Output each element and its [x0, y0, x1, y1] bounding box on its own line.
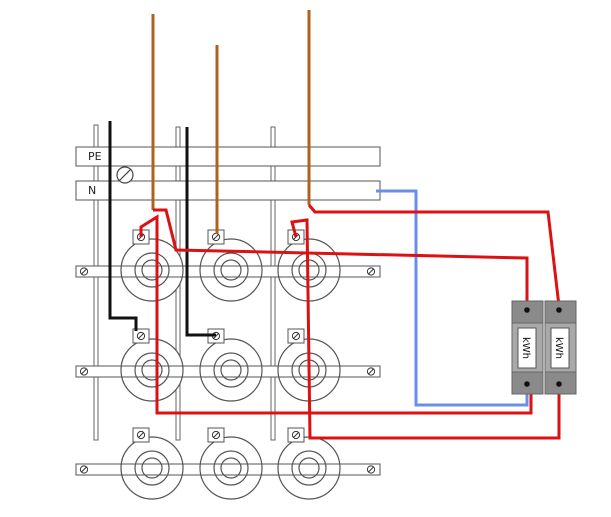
meter-2-label: kWh	[553, 337, 564, 359]
neutral-wire	[376, 189, 529, 407]
screw-terminal-icon	[133, 428, 149, 442]
rail-through-fuses	[76, 265, 380, 476]
screw-terminal-icon	[133, 329, 149, 343]
fuse-holder-icon	[120, 238, 184, 302]
n-label: N	[88, 184, 96, 197]
rail-screw-icon	[79, 367, 89, 376]
pe-busbar: PE	[75, 146, 381, 167]
screw-terminal-icon	[208, 428, 224, 442]
rail-screw-icon	[366, 367, 376, 376]
fuse-holder-icon	[199, 238, 263, 302]
fuse-holder-icon	[277, 436, 341, 500]
fuse-holder-icon	[199, 338, 263, 402]
energy-meter-1: kWh	[511, 300, 544, 395]
meter-1-label: kWh	[520, 337, 531, 359]
red-wires	[139, 204, 561, 440]
pe-n-bridge-screw-icon	[116, 166, 134, 184]
rail-screw-icon	[79, 465, 89, 474]
rail-screw-icon	[366, 267, 376, 276]
fuse-holder-icon	[199, 436, 263, 500]
n-busbar: N	[75, 180, 381, 201]
rail-screw-icon	[79, 267, 89, 276]
pe-label: PE	[88, 150, 102, 163]
rail-screw-icon	[366, 465, 376, 474]
black-wires	[108, 121, 216, 337]
screw-terminal-icon	[288, 329, 304, 343]
energy-meter-2: kWh	[544, 300, 577, 395]
fuse-holder-icon	[120, 338, 184, 402]
screw-terminal-icon	[288, 428, 304, 442]
phase-feed-wires	[151, 10, 311, 234]
fuse-holder-icon	[120, 436, 184, 500]
